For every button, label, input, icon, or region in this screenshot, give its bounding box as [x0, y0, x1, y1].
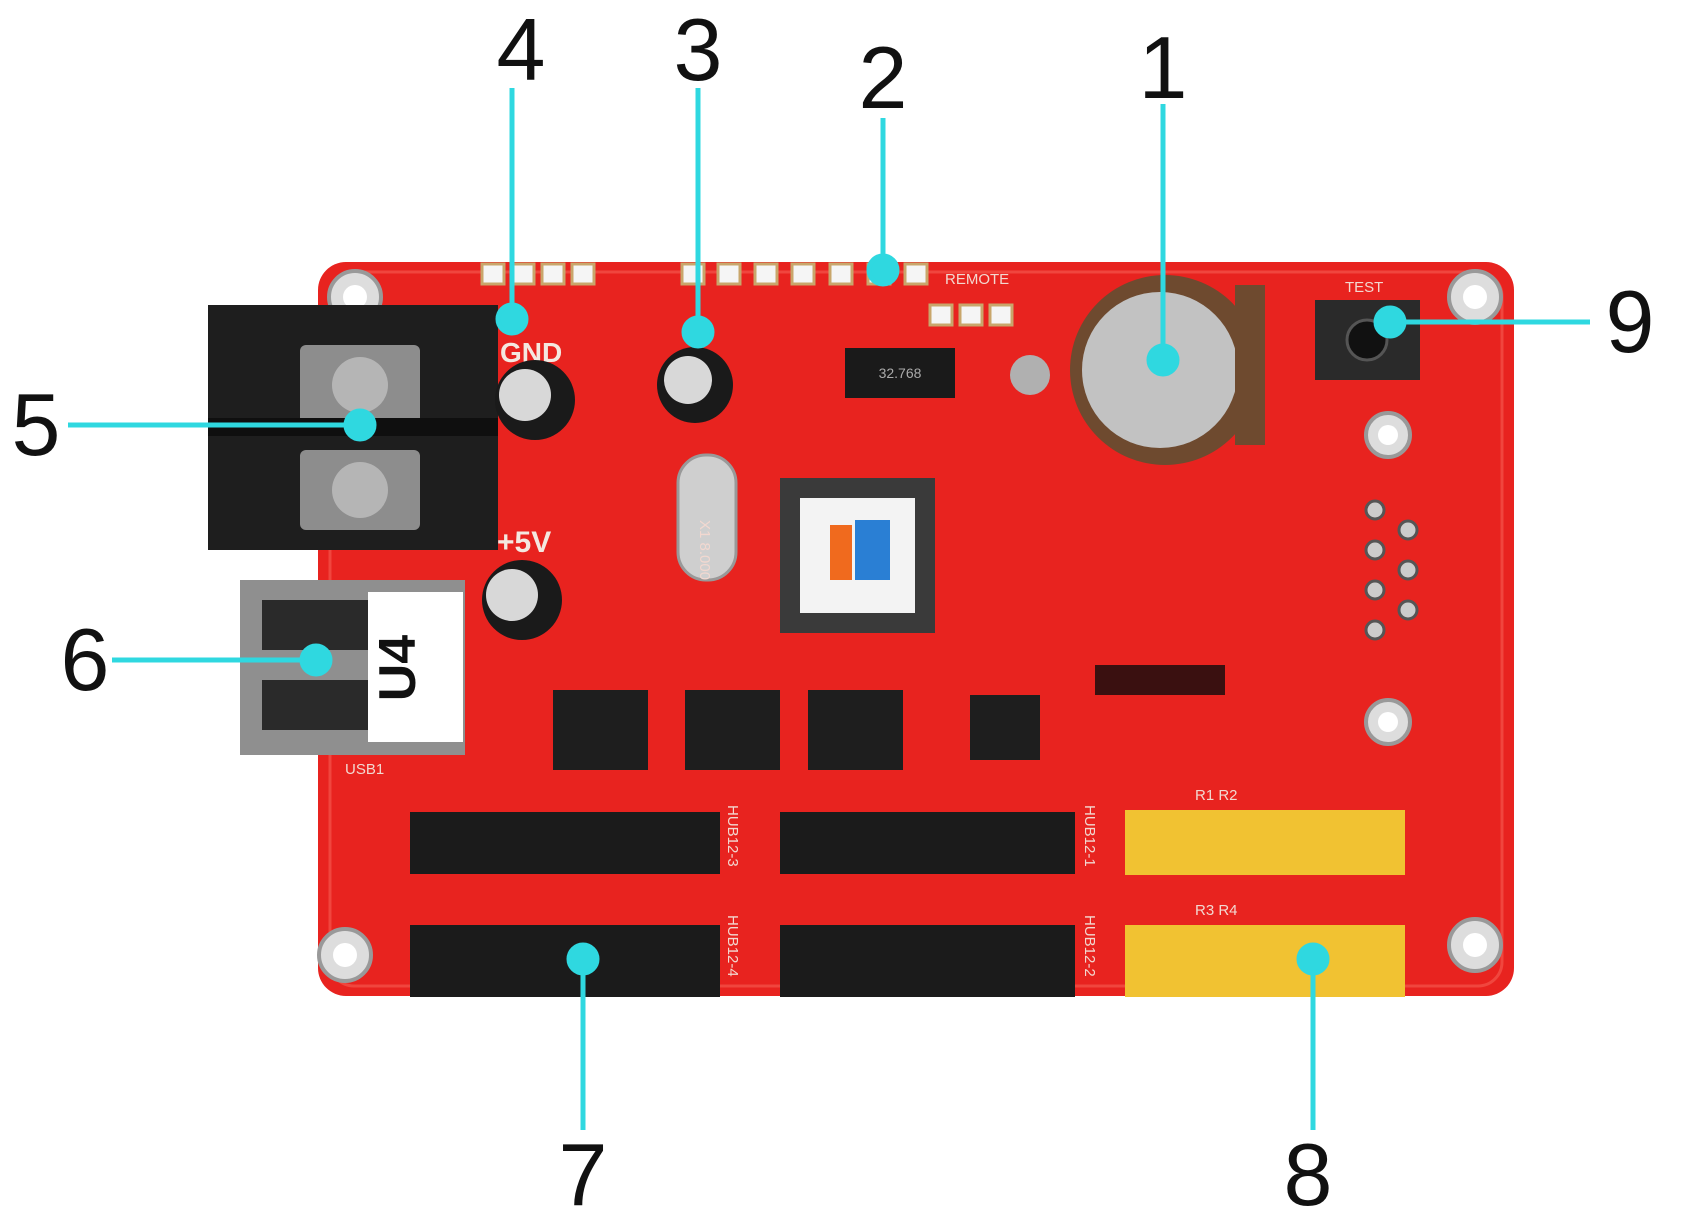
r1r2-silk: R1 R2: [1195, 787, 1238, 804]
callout-2: 2: [859, 28, 908, 127]
hub4-silk: HUB12-4: [724, 915, 741, 977]
driver-ics: [553, 665, 1225, 770]
crystal-silk: X1 8.000: [696, 520, 713, 580]
callout-3: 3: [674, 0, 723, 99]
callout-5: 5: [12, 375, 61, 474]
test-button: [1315, 300, 1420, 380]
test-silk: TEST: [1345, 279, 1383, 296]
callout-1: 1: [1139, 18, 1188, 117]
capacitors: [482, 347, 733, 640]
r3r4-silk: R3 R4: [1195, 902, 1238, 919]
hub12-connectors: [410, 812, 1075, 997]
callout-9: 9: [1606, 272, 1655, 371]
j2-header: [1364, 499, 1419, 641]
usb-ref-silk: USB1: [345, 761, 384, 778]
regulator-silk: 32.768: [879, 365, 922, 381]
usb-port: [240, 580, 465, 755]
mcu-chip: [780, 478, 935, 633]
callout-lines: [68, 88, 1590, 1130]
callout-8: 8: [1284, 1125, 1333, 1213]
hub2-silk: HUB12-2: [1081, 915, 1098, 977]
callout-4: 4: [497, 0, 546, 99]
hub1-silk: HUB12-1: [1081, 805, 1098, 867]
callout-7: 7: [559, 1125, 608, 1213]
regulator: [845, 348, 955, 398]
plus5v-silk: +5V: [497, 526, 551, 559]
hub08-connectors: [1125, 810, 1405, 997]
hub3-silk: HUB12-3: [724, 805, 741, 867]
crystal: [676, 453, 738, 582]
usb-label: U4: [369, 635, 427, 702]
callout-6: 6: [61, 610, 110, 709]
remote-silk: REMOTE: [945, 271, 1009, 288]
